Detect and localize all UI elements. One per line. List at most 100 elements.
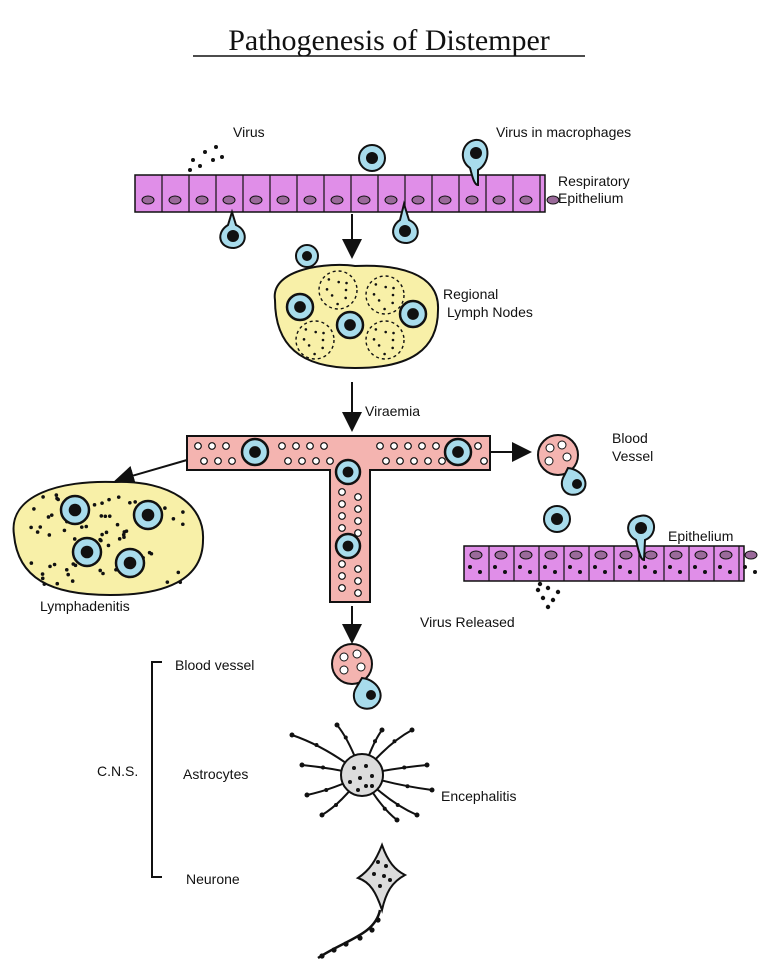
label-lymphadenitis: Lymphadenitis [40, 598, 130, 614]
virus-particle [503, 570, 507, 574]
red-blood-cell [411, 458, 418, 465]
virus-particle [107, 498, 111, 502]
red-blood-cell [355, 518, 362, 525]
virus-particle [188, 168, 192, 172]
virus-particle [392, 332, 395, 335]
astrocyte [290, 723, 435, 823]
red-blood-cell [433, 443, 440, 450]
red-blood-cell [481, 458, 488, 465]
virus-particle [518, 565, 522, 569]
released-virus-particles [536, 582, 560, 609]
cns-bracket [152, 662, 162, 877]
virus-particle [345, 289, 348, 292]
virus-particle [376, 860, 380, 864]
virus-particle [378, 299, 381, 302]
virus-particle [198, 164, 202, 168]
virus-particle [55, 493, 59, 497]
virus-particle [100, 514, 104, 518]
label-epithelium-right: Epithelium [668, 528, 733, 544]
virus-particle [541, 596, 545, 600]
process-end [395, 818, 400, 823]
virus-particle [383, 308, 386, 311]
virus-particle [100, 533, 104, 537]
virus-particle [181, 522, 185, 526]
virus-particle [344, 297, 347, 300]
virus-particle [125, 529, 129, 533]
virus-particle [653, 570, 657, 574]
macrophage-nucleus [249, 446, 261, 458]
virus-particle [101, 572, 105, 576]
virus-particle [178, 580, 182, 584]
virus-particle [322, 332, 325, 335]
process-bead [396, 803, 400, 807]
red-blood-cell [355, 506, 362, 513]
virus-particle [220, 155, 224, 159]
red-blood-cell [339, 585, 346, 592]
red-blood-cell [321, 443, 328, 450]
cell-nucleus [595, 551, 607, 559]
virus-particle [352, 766, 356, 770]
virus-particle [468, 565, 472, 569]
virus-particle [41, 495, 45, 499]
red-blood-cell [391, 443, 398, 450]
virus-particle [668, 565, 672, 569]
virus-particle [47, 515, 51, 519]
cell-nucleus [223, 196, 235, 204]
virus-particle [98, 538, 102, 542]
virus-particle [546, 605, 550, 609]
virus-particle [321, 347, 324, 350]
red-blood-cell [439, 458, 446, 465]
blood-vessel-right [538, 435, 585, 495]
virus-particle [388, 878, 392, 882]
cell-nucleus [304, 196, 316, 204]
virus-particle [65, 568, 69, 572]
virus-particle [375, 283, 378, 286]
virus-particle [41, 572, 45, 576]
red-blood-cell [201, 458, 208, 465]
label-epithelium-resp: Epithelium [558, 190, 623, 206]
virus-particle [551, 598, 555, 602]
virus-particle [378, 884, 382, 888]
process-end [320, 813, 325, 818]
virus-particle [384, 864, 388, 868]
cell-nucleus [520, 196, 532, 204]
virus-particle [372, 872, 376, 876]
virus-particle [71, 579, 75, 583]
cell-nucleus [196, 196, 208, 204]
regional-lymph-node [275, 265, 438, 368]
virus-particle [48, 565, 52, 569]
virus-particle [391, 347, 394, 350]
red-blood-cell [223, 443, 230, 450]
red-blood-cell [339, 561, 346, 568]
cell-nucleus [277, 196, 289, 204]
infected-epithelium [464, 516, 757, 581]
label-virus-released: Virus Released [420, 614, 515, 630]
process-end [410, 728, 415, 733]
virus-particle [356, 788, 360, 792]
virus-particle [643, 565, 647, 569]
red-blood-cell [383, 458, 390, 465]
process-end [415, 813, 420, 818]
virus-particle [55, 582, 59, 586]
virus-particle [84, 525, 88, 529]
label-cns-blood-vessel: Blood vessel [175, 657, 254, 673]
cell-nucleus [495, 551, 507, 559]
virus-particle [678, 570, 682, 574]
virus-particle [370, 784, 374, 788]
virus-particle [553, 570, 557, 574]
virus-particle [345, 282, 348, 285]
macrophage-nucleus [81, 546, 94, 559]
virus-particle [30, 561, 34, 565]
virus-particles [188, 145, 224, 172]
epithelium-band [135, 175, 545, 212]
red-blood-cell [397, 458, 404, 465]
neurone-body [358, 845, 405, 910]
virus-particle [528, 570, 532, 574]
blood-vessel-viraemia [187, 436, 490, 602]
virus-particle [191, 158, 195, 162]
process-bead [402, 766, 406, 770]
astrocyte-body [341, 754, 383, 796]
axon-bead [357, 935, 362, 940]
red-blood-cell [285, 458, 292, 465]
cell-nucleus [385, 196, 397, 204]
